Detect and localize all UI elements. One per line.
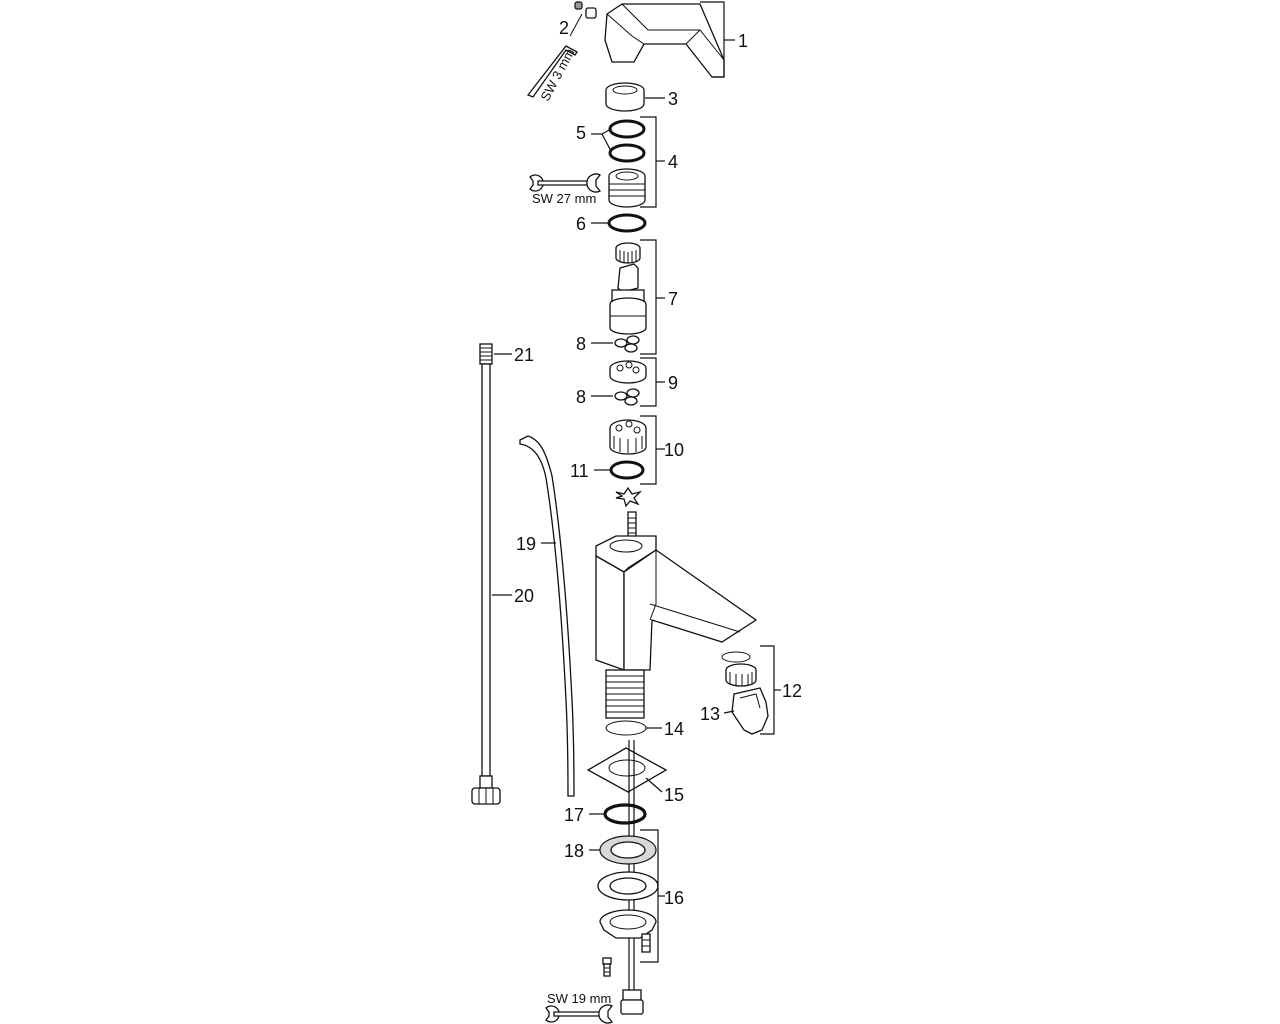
part-20-supply-hose [471,363,501,805]
callout-19: 19 [516,534,536,554]
part-6-o-ring [607,213,647,233]
wrench-icon [545,1004,614,1024]
part-15-base-plate [586,747,668,793]
part-19-lift-rod [519,435,575,797]
part-13-aerator-key [731,687,769,735]
callout-21: 21 [514,345,534,365]
part-9-diverter-insert [609,360,647,384]
part-17-gasket [603,803,647,825]
callout-8-lower: 8 [576,387,586,407]
callout-12: 12 [782,681,802,701]
hex-key-icon [526,45,578,98]
callout-2: 2 [559,18,569,38]
callout-14: 14 [664,719,684,739]
part-2-set-screw [574,1,597,19]
wrench-27-label: SW 27 mm [532,191,596,206]
part-3-cover-cap [605,82,645,112]
mounting-screw [602,957,612,977]
callout-10: 10 [664,440,684,460]
part-4-threaded-nut [608,168,646,208]
callout-11: 11 [570,461,589,481]
part-8-seals-lower [614,388,640,406]
part-7-cartridge [609,242,647,335]
callout-1: 1 [738,31,748,51]
callout-15: 15 [664,785,684,805]
callout-16: 16 [664,888,684,908]
callout-20: 20 [514,586,534,606]
callout-6: 6 [576,214,586,234]
part-5-o-ring-upper [608,119,646,139]
threaded-shank [605,669,645,719]
wrench-19-label: SW 19 mm [547,991,611,1006]
part-14-o-ring [605,720,647,736]
part-18-washer [599,835,657,865]
callout-13: 13 [700,704,720,724]
callout-3: 3 [668,89,678,109]
callout-4: 4 [668,152,678,172]
callout-18: 18 [564,841,584,861]
wrench-icon [529,173,602,193]
part-1-lever-handle [604,3,725,78]
callout-5: 5 [576,123,586,143]
part-21-hose-connector [479,343,493,365]
rod-end-nut [620,989,644,1015]
part-10-valve-unit [609,419,647,455]
callout-9: 9 [668,373,678,393]
part-11-o-ring [609,460,645,480]
callout-8-upper: 8 [576,334,586,354]
part-8-seals-upper [614,335,640,353]
part-12-aerator [721,651,757,687]
part-16-fixing-set [597,871,659,953]
cross-clip [615,486,643,508]
part-5-o-ring-lower [608,143,646,163]
mixer-body [595,511,758,671]
callout-17: 17 [564,805,584,825]
callout-7: 7 [668,289,678,309]
